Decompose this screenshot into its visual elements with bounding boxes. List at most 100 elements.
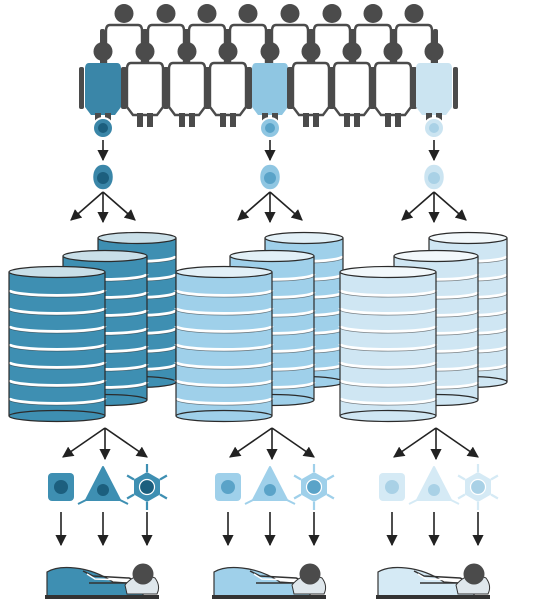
stack-top bbox=[229, 249, 315, 263]
hexagon-cell-process bbox=[326, 493, 335, 500]
donor-cell-nucleus bbox=[429, 123, 439, 133]
stack-divider-shadow bbox=[175, 291, 273, 298]
stack-divider-shadow bbox=[175, 363, 273, 370]
differentiation-arrow bbox=[62, 427, 106, 458]
triangle-cell-process bbox=[244, 499, 254, 505]
triangle-cell-process bbox=[77, 499, 87, 505]
stack-divider bbox=[174, 379, 274, 387]
person-body bbox=[85, 63, 121, 115]
person-leg bbox=[230, 113, 236, 127]
hexagon-cell-icon bbox=[293, 464, 335, 510]
person-head bbox=[238, 4, 258, 23]
stack-divider-shadow bbox=[8, 327, 106, 334]
hexagon-cell-process bbox=[126, 474, 135, 481]
person-head bbox=[177, 42, 197, 61]
stem-cell-icon bbox=[422, 163, 446, 191]
hexagon-cell-process bbox=[126, 493, 135, 500]
hexagon-cell-nucleus bbox=[305, 478, 323, 496]
person-leg bbox=[313, 113, 319, 127]
expansion-arrow bbox=[70, 191, 104, 221]
stack-divider bbox=[7, 361, 107, 369]
stem-cell-nucleus bbox=[97, 172, 109, 184]
hexagon-cell-process bbox=[159, 493, 168, 500]
stack-divider bbox=[174, 325, 274, 333]
stack-bottom bbox=[175, 409, 273, 423]
stack-divider-shadow bbox=[175, 309, 273, 316]
person-leg bbox=[179, 113, 185, 127]
expansion-arrow bbox=[401, 191, 435, 221]
hexagon-cell-process bbox=[457, 493, 466, 500]
stack-divider bbox=[7, 289, 107, 297]
square-cell-nucleus bbox=[385, 480, 399, 494]
population-person-front bbox=[121, 42, 169, 127]
donor-cell-nucleus bbox=[265, 123, 275, 133]
stack-divider-shadow bbox=[339, 291, 437, 298]
bed-frame bbox=[212, 595, 326, 599]
person-head bbox=[363, 4, 383, 23]
person-leg bbox=[395, 113, 401, 127]
triangle-cell-icon bbox=[244, 466, 296, 505]
triangle-cell-body bbox=[252, 466, 288, 501]
patient-in-bed-icon bbox=[212, 563, 327, 599]
triangle-cell-nucleus bbox=[264, 484, 276, 496]
person-arm bbox=[410, 67, 415, 109]
person-leg bbox=[303, 113, 309, 127]
stack-divider bbox=[338, 307, 438, 315]
triangle-cell-process bbox=[450, 499, 460, 505]
hexagon-cell-process bbox=[490, 493, 499, 500]
stack-divider bbox=[338, 325, 438, 333]
person-body bbox=[373, 61, 413, 117]
stack-top bbox=[8, 265, 106, 279]
donor-cell-nucleus bbox=[98, 123, 108, 133]
expansion-arrow bbox=[102, 191, 136, 221]
person-head bbox=[114, 4, 134, 23]
patient-in-bed-icon bbox=[376, 563, 491, 599]
stack-divider-shadow bbox=[339, 345, 437, 352]
hexagon-cell-icon bbox=[126, 464, 168, 510]
square-cell-icon bbox=[48, 473, 74, 501]
person-arm bbox=[287, 67, 292, 109]
triangle-cell-icon bbox=[77, 466, 129, 505]
differentiation-arrow bbox=[393, 427, 437, 458]
stack-divider-shadow bbox=[175, 381, 273, 388]
square-cell-icon bbox=[215, 473, 241, 501]
person-head bbox=[280, 4, 300, 23]
bed-frame bbox=[376, 595, 490, 599]
stack-top bbox=[428, 231, 508, 245]
person-head bbox=[342, 42, 362, 61]
person-body bbox=[252, 63, 288, 115]
hexagon-cell-nucleus bbox=[469, 478, 487, 496]
person-head bbox=[197, 4, 217, 23]
stack-divider bbox=[338, 397, 438, 405]
expansion-arrow bbox=[269, 191, 303, 221]
stack-divider-shadow bbox=[339, 381, 437, 388]
expansion-arrow bbox=[237, 191, 271, 221]
person-head bbox=[218, 42, 238, 61]
person-leg bbox=[354, 113, 360, 127]
hexagon-cell-process bbox=[326, 474, 335, 481]
triangle-cell-process bbox=[119, 499, 129, 505]
stack-divider-shadow bbox=[339, 399, 437, 406]
triangle-cell-icon bbox=[408, 466, 460, 505]
person-body bbox=[291, 61, 331, 117]
stack-top bbox=[175, 265, 273, 279]
stack-divider-shadow bbox=[339, 327, 437, 334]
person-head bbox=[383, 42, 403, 61]
patient-blanket bbox=[213, 566, 311, 597]
person-arm bbox=[453, 67, 458, 109]
stack-divider bbox=[7, 325, 107, 333]
patient-arm-highlight bbox=[417, 573, 459, 581]
person-head bbox=[156, 4, 176, 23]
stack-divider bbox=[7, 343, 107, 351]
stack-divider-shadow bbox=[175, 399, 273, 406]
patient-in-bed-icon bbox=[45, 563, 160, 599]
hexagon-cell-process bbox=[490, 474, 499, 481]
triangle-cell-nucleus bbox=[97, 484, 109, 496]
patient-blanket bbox=[46, 566, 144, 597]
person-head bbox=[404, 4, 424, 23]
triangle-cell-nucleus bbox=[428, 484, 440, 496]
person-head bbox=[322, 4, 342, 23]
stack-divider bbox=[338, 379, 438, 387]
